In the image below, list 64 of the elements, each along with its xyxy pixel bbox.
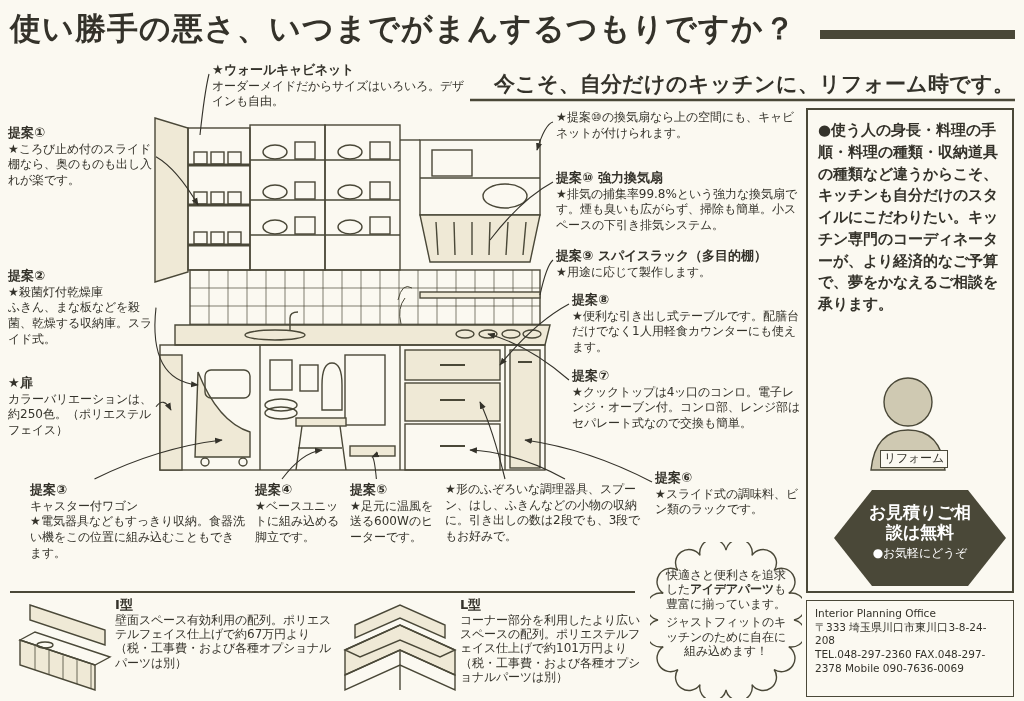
layout-text: コーナー部分を利用したより広いスペースの配列。ポリエステルフェイス仕上げで約101万円より bbox=[460, 612, 641, 656]
leader-arrow bbox=[281, 448, 323, 480]
proposal-text: ★クックトップは4ッ口のコンロ。電子レンジ・オーブン付。コンロ部、レンジ部はセパレート式なので交換も簡単。 bbox=[572, 384, 800, 432]
proposal-heading: 提案③ bbox=[30, 482, 68, 499]
leader-line bbox=[199, 73, 210, 136]
proposal-text: ★スライド式の調味料、ビン類のラックです。 bbox=[655, 486, 799, 519]
proposal-text: ふきん、まな板などを殺菌、乾燥する収納庫。スライド式。 bbox=[8, 300, 153, 348]
footnote: （税・工事費・および各種オプショナルパーツは別） bbox=[460, 655, 641, 685]
footnote: （税・工事費・および各種オプショナルパーツは別） bbox=[115, 641, 332, 671]
proposal-heading: 提案⑧ bbox=[572, 292, 610, 309]
proposal-heading: 提案⑦ bbox=[572, 368, 610, 385]
proposal-heading: 提案① bbox=[8, 125, 46, 142]
leader-arrow bbox=[469, 447, 566, 480]
callout-heading: ★扉 bbox=[8, 375, 34, 392]
layout-heading: I型 bbox=[115, 597, 134, 613]
intro-paragraph: ●使う人の身長・料理の手順・料理の種類・収納道具の種類など違うからこそ、キッチンも自分だけのスタイルにこだわりたい。キッチン専門のコーディネーターが、より経済的なご予算で、夢をかなえるご相談を承ります。 bbox=[818, 120, 999, 315]
scalloped-bubble bbox=[650, 542, 802, 698]
leader-arrow bbox=[371, 453, 379, 480]
title: 使い勝手の悪さ、いつまでがまんするつもりですか？ bbox=[10, 9, 796, 48]
leader-arrow bbox=[487, 333, 570, 381]
leader-arrow bbox=[536, 121, 554, 151]
leader-line bbox=[539, 259, 554, 296]
proposal-text: ★排気の捕集率99.8%という強力な換気扇です。煙も臭いも広がらず、掃除も簡単。小スペースの下引き排気システム。 bbox=[556, 186, 798, 234]
subtitle: 今こそ、自分だけのキッチンに、リフォーム時です。 bbox=[494, 71, 1014, 98]
proposal-subheading: キャスター付ワゴン bbox=[30, 498, 139, 515]
layout-heading: L型 bbox=[460, 597, 483, 613]
leader-arrow bbox=[499, 303, 570, 366]
leader-arrow bbox=[524, 438, 653, 483]
callout-text: ★形のふぞろいな調理器具、スプーン、はし、ふきんなどの小物の収納に。引き出しの数は2段でも、3段でもお好みで。 bbox=[445, 482, 642, 545]
leader-arrow bbox=[93, 437, 223, 480]
proposal-text: ★用途に応じて製作します。 bbox=[556, 264, 712, 281]
leader-line bbox=[489, 181, 554, 241]
free-consultation-text: お見積りご相談は無料 bbox=[868, 502, 972, 543]
address-text: 〒333 埼玉県川口市東川口3-8-24-208 bbox=[815, 620, 988, 648]
proposal-text: ★足元に温風を送る600Wのヒーターです。 bbox=[350, 498, 434, 546]
promo-text: 快適さと便利さを追求したアイデアパーツも豊富に揃っています。 bbox=[665, 568, 787, 612]
callout-heading: ★ウォールキャビネット bbox=[212, 62, 355, 79]
proposal-text: ★ベースユニットに組み込める脚立です。 bbox=[255, 498, 340, 546]
proposal-subheading: ★殺菌灯付乾燥庫 bbox=[8, 284, 104, 301]
callout-text: ★提案⑩の換気扇なら上の空間にも、キャビネットが付けられます。 bbox=[556, 110, 795, 142]
hexagon-badge bbox=[832, 488, 1008, 588]
leader-arrow bbox=[154, 307, 199, 387]
proposal-text: ★電気器具などもすっきり収納。食器洗い機をこの位置に組み込むこともできます。 bbox=[30, 514, 245, 562]
note-text: ●お気軽にどうぞ bbox=[871, 545, 969, 562]
proposal-heading: 提案⑩ 強力換気扇 bbox=[556, 170, 664, 187]
callout-text: オーダーメイドだからサイズはいろいろ。デザインも自由。 bbox=[212, 78, 465, 111]
info-panel bbox=[806, 108, 1014, 593]
name-tag: リフォーム bbox=[880, 450, 948, 468]
company-tagline: Interior Planning Office bbox=[815, 607, 937, 621]
layout-text: 壁面スペース有効利用の配列。ポリエステルフェイス仕上げで約67万円より bbox=[115, 612, 332, 642]
leader-arrow bbox=[155, 401, 172, 411]
proposal-text: ★便利な引き出し式テーブルです。配膳台だけでなく1人用軽食カウンターにも使えます。 bbox=[572, 308, 800, 356]
callout-text: カラーバリエーションは、約250色。（ポリエステルフェイス） bbox=[8, 391, 153, 439]
proposal-heading: 提案④ bbox=[255, 482, 293, 499]
proposal-heading: 提案② bbox=[8, 268, 46, 285]
proposal-text: ★ころび止め付のスライド棚なら、奥のものも出し入れが楽です。 bbox=[8, 141, 153, 189]
proposal-heading: 提案⑤ bbox=[350, 482, 388, 499]
proposal-heading: 提案⑥ bbox=[655, 470, 693, 487]
leader-arrow bbox=[479, 401, 506, 480]
promo-text: ジャストフィットのキッチンのために自在に組み込めます！ bbox=[665, 615, 787, 659]
contact-text: TEL.048-297-2360 FAX.048-297-2378 Mobile 090-7636-0069 bbox=[815, 647, 987, 676]
proposal-heading: 提案⑨ スパイスラック（多目的棚） bbox=[556, 248, 768, 265]
company-card bbox=[806, 600, 1014, 697]
leader-arrow bbox=[155, 156, 199, 206]
